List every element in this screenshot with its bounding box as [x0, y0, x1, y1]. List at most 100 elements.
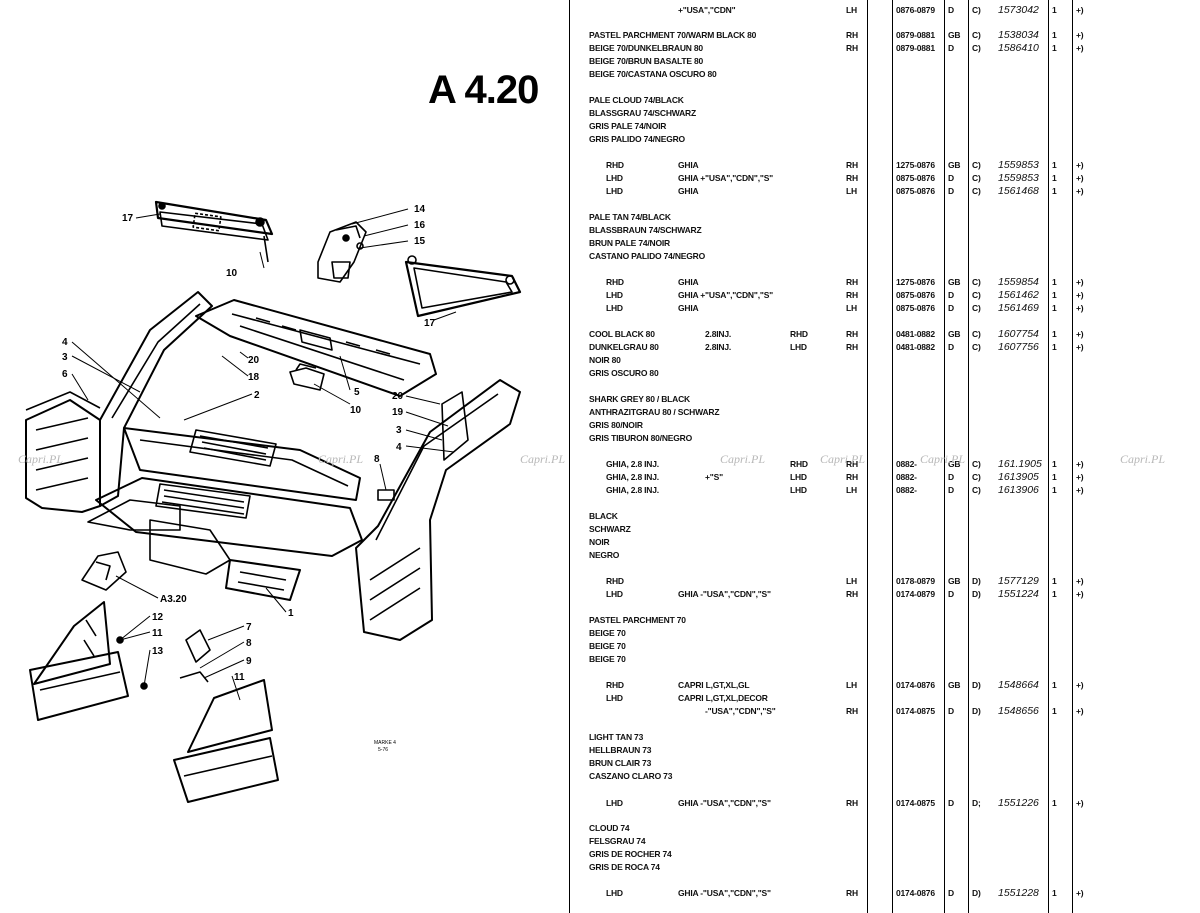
cell-model: GHIA +"USA","CDN","S" [678, 173, 773, 183]
cell-code: C) [972, 5, 981, 15]
cell-text: PASTEL PARCHMENT 70/WARM BLACK 80 [589, 30, 757, 40]
callout-label: 7 [246, 622, 252, 633]
cell-mark: +) [1076, 290, 1084, 300]
cell-qty: 1 [1052, 576, 1057, 586]
cell-country: D [948, 888, 954, 898]
cell-model: GHIA -"USA","CDN","S" [678, 589, 771, 599]
cell-text: CASZANO CLARO 73 [589, 771, 673, 781]
cell-date: 0875-0876 [896, 186, 935, 196]
cell-qty: 1 [1052, 277, 1057, 287]
cell-text: GRIS OSCURO 80 [589, 368, 659, 378]
cell-mark: +) [1076, 329, 1084, 339]
cell-qty: 1 [1052, 160, 1057, 170]
cell-country: D [948, 798, 954, 808]
cell-qty: 1 [1052, 680, 1057, 690]
cell-qty: 1 [1052, 43, 1057, 53]
cell-drv2: LHD [790, 472, 807, 482]
cell-date: 0174-0876 [896, 680, 935, 690]
cell-date: 1275-0876 [896, 277, 935, 287]
cell-side: LH [846, 5, 857, 15]
cell-qty: 1 [1052, 342, 1057, 352]
cell-model: GHIA [678, 277, 699, 287]
watermark: Capri.PL [720, 452, 766, 466]
cell-side: RH [846, 342, 858, 352]
cell-side: RH [846, 30, 858, 40]
cell-part: 1561468 [998, 185, 1039, 197]
cell-side: RH [846, 43, 858, 53]
cell-code: C) [972, 329, 981, 339]
cell-date: 0178-0879 [896, 576, 935, 586]
cell-country: GB [948, 576, 961, 586]
table-rule [892, 0, 893, 913]
cell-eng: -"USA","CDN","S" [705, 706, 776, 716]
cell-date: 0879-0881 [896, 43, 935, 53]
table-rule [569, 0, 570, 913]
cell-side: LH [846, 680, 857, 690]
callout-label: 13 [152, 646, 164, 657]
cell-text: GRIS PALE 74/NOIR [589, 121, 667, 131]
cell-country: GB [948, 160, 961, 170]
cell-model: CAPRI L,GT,XL,GL [678, 680, 750, 690]
left-pillar [25, 291, 213, 513]
cell-part: 1559853 [998, 172, 1039, 184]
callout-label: 3 [396, 425, 402, 436]
cell-mark: +) [1076, 798, 1084, 808]
cell-date: 0882- [896, 472, 917, 482]
cell-date: 0481-0882 [896, 342, 935, 352]
cell-part: 1586410 [998, 42, 1039, 54]
leader-lines [71, 208, 457, 701]
cell-text: HELLBRAUN 73 [589, 745, 652, 755]
cell-code: C) [972, 30, 981, 40]
table-rule [1072, 0, 1073, 913]
cell-part: 1548656 [998, 705, 1039, 717]
callout-label: 19 [392, 407, 404, 418]
cell-model: CAPRI L,GT,XL,DECOR [678, 693, 768, 703]
cell-mark: +) [1076, 186, 1084, 196]
callout-label: 5 [354, 387, 360, 398]
cell-drv2: LHD [790, 342, 807, 352]
cell-side: RH [846, 888, 858, 898]
cell-text: PALE TAN 74/BLACK [589, 212, 671, 222]
watermark: Capri.PL [1120, 452, 1166, 466]
cell-date: 0174-0879 [896, 589, 935, 599]
callout-label: 8 [246, 638, 252, 649]
cell-code: C) [972, 472, 981, 482]
cell-mark: +) [1076, 472, 1084, 482]
table-rule [944, 0, 945, 913]
cell-code: D) [972, 589, 981, 599]
cell-code: D) [972, 680, 981, 690]
cell-mark: +) [1076, 277, 1084, 287]
cell-date: 0879-0881 [896, 30, 935, 40]
cell-date: 0481-0882 [896, 329, 935, 339]
cell-text: ANTHRAZITGRAU 80 / SCHWARZ [589, 407, 720, 417]
callout-label: 16 [414, 220, 426, 231]
cell-text: PALE CLOUD 74/BLACK [589, 95, 684, 105]
cell-drive: LHD [606, 303, 623, 313]
cell-code: C) [972, 459, 981, 469]
cell-code: C) [972, 43, 981, 53]
cell-side: RH [846, 706, 858, 716]
cell-country: D [948, 43, 954, 53]
cell-part: 1538034 [998, 29, 1039, 41]
diagram-note: MARKE 4 [374, 740, 396, 746]
cell-date: 0174-0875 [896, 706, 935, 716]
watermark: Capri.PL [820, 452, 866, 466]
cell-code: C) [972, 160, 981, 170]
cell-text: SHARK GREY 80 / BLACK [589, 394, 690, 404]
cell-mark: +) [1076, 485, 1084, 495]
visor-bracket [317, 221, 367, 283]
cell-mark: +) [1076, 342, 1084, 352]
cell-side: LH [846, 186, 857, 196]
cell-qty: 1 [1052, 888, 1057, 898]
cell-country: D [948, 290, 954, 300]
cell-model: +"USA","CDN" [678, 5, 736, 15]
cell-text: BLASSGRAU 74/SCHWARZ [589, 108, 696, 118]
callout-label: 2 [254, 390, 260, 401]
page-code: A 4.20 [428, 68, 539, 112]
cell-mark: +) [1076, 589, 1084, 599]
cell-mark: +) [1076, 5, 1084, 15]
cell-model: GHIA [678, 160, 699, 170]
cell-drive: GHIA, 2.8 INJ. [606, 472, 659, 482]
cell-model: GHIA [678, 186, 699, 196]
cell-country: GB [948, 459, 961, 469]
